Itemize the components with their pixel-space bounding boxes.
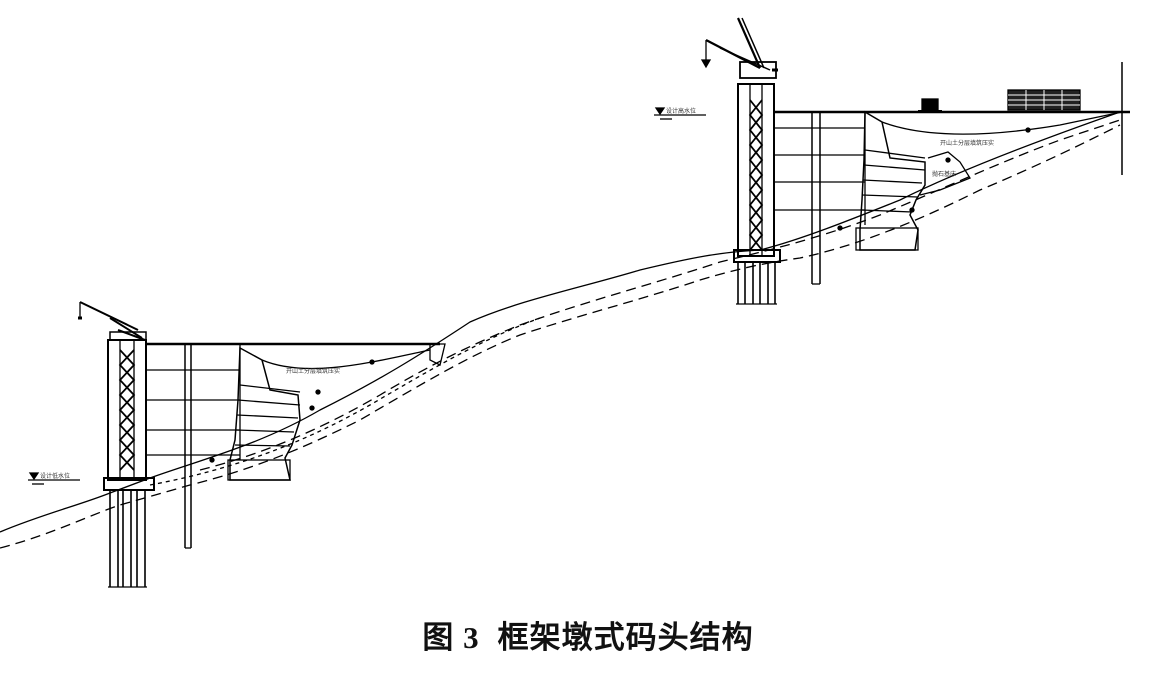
ground-line-dashed-2 <box>199 119 1121 471</box>
fill-label-right: 开山土分层填筑压实 <box>940 139 994 147</box>
retaining-wall-right <box>855 110 926 251</box>
riprap-label-right: 抛石基床 <box>932 170 956 178</box>
ground-line-dashed-3 <box>149 317 541 486</box>
riprap-berm-right <box>919 151 971 196</box>
crane-right <box>700 17 778 79</box>
stone-marker <box>1025 127 1031 133</box>
water-level-label-right: 设计高水位 <box>666 107 696 115</box>
water-level-symbol-left <box>28 472 80 485</box>
crane-left <box>78 301 147 341</box>
pier-frame-right <box>733 83 781 305</box>
stone-marker <box>315 389 321 395</box>
stone-marker <box>309 405 315 411</box>
deck-right <box>774 62 1130 285</box>
fill-label-left: 开山土分层填筑压实 <box>286 367 340 375</box>
truck-icon <box>918 98 942 112</box>
container-stack-icon <box>1007 89 1081 111</box>
figure-number: 图 3 <box>422 620 480 655</box>
wharf-cross-section-drawing: 设计低水位 设计高水位 开山土分层填筑压实 开山土分层填筑压实 抛石基床 <box>0 17 1130 588</box>
figure-caption: 图 3 框架墩式码头结构 <box>0 612 1176 657</box>
water-level-symbol-right <box>654 107 706 120</box>
stone-marker <box>209 457 215 463</box>
stone-marker <box>945 157 951 163</box>
retaining-wall-left <box>227 346 301 481</box>
fill-slope-left <box>261 349 431 370</box>
ground-line-dashed-1 <box>0 124 1121 549</box>
fill-slope-right <box>881 111 1123 135</box>
stone-marker <box>837 225 843 231</box>
figure-title: 框架墩式码头结构 <box>497 620 754 656</box>
pier-frame-left <box>103 339 155 588</box>
water-level-label-left: 设计低水位 <box>40 472 70 480</box>
stone-marker <box>369 359 375 365</box>
stone-marker <box>909 207 915 213</box>
